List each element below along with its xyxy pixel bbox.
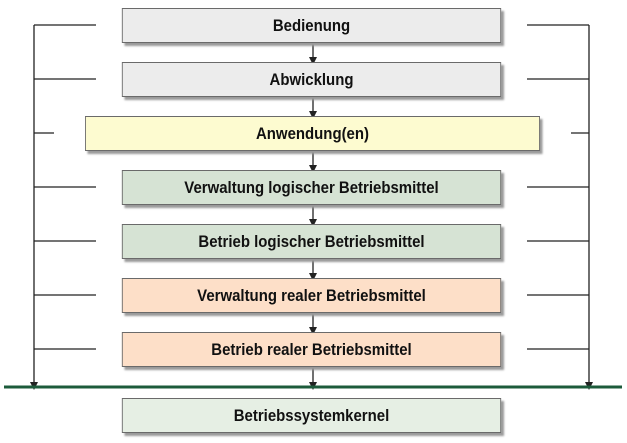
layer-label: Anwendung(en) bbox=[255, 123, 369, 143]
layer-betrieb-logischer-betriebsmittel: Betrieb logischer Betriebsmittel bbox=[121, 224, 502, 259]
connector-lines bbox=[30, 24, 593, 390]
kernel-label: Betriebssystemkernel bbox=[233, 405, 390, 425]
kernel-box: Betriebssystemkernel bbox=[121, 398, 502, 433]
layer-label: Abwicklung bbox=[269, 69, 354, 89]
layer-label: Verwaltung realer Betriebsmittel bbox=[197, 285, 426, 305]
layer-verwaltung-realer-betriebsmittel: Verwaltung realer Betriebsmittel bbox=[121, 278, 502, 313]
layer-verwaltung-logischer-betriebsmittel: Verwaltung logischer Betriebsmittel bbox=[121, 170, 502, 205]
layer-label: Verwaltung logischer Betriebsmittel bbox=[184, 177, 439, 197]
layer-anwendungen: Anwendung(en) bbox=[85, 116, 540, 151]
layer-label: Betrieb realer Betriebsmittel bbox=[211, 339, 412, 359]
layer-abwicklung: Abwicklung bbox=[121, 62, 502, 97]
layer-bedienung: Bedienung bbox=[121, 8, 502, 43]
layer-label: Betrieb logischer Betriebsmittel bbox=[198, 231, 425, 251]
layer-label: Bedienung bbox=[272, 15, 351, 35]
layer-betrieb-realer-betriebsmittel: Betrieb realer Betriebsmittel bbox=[121, 332, 502, 367]
